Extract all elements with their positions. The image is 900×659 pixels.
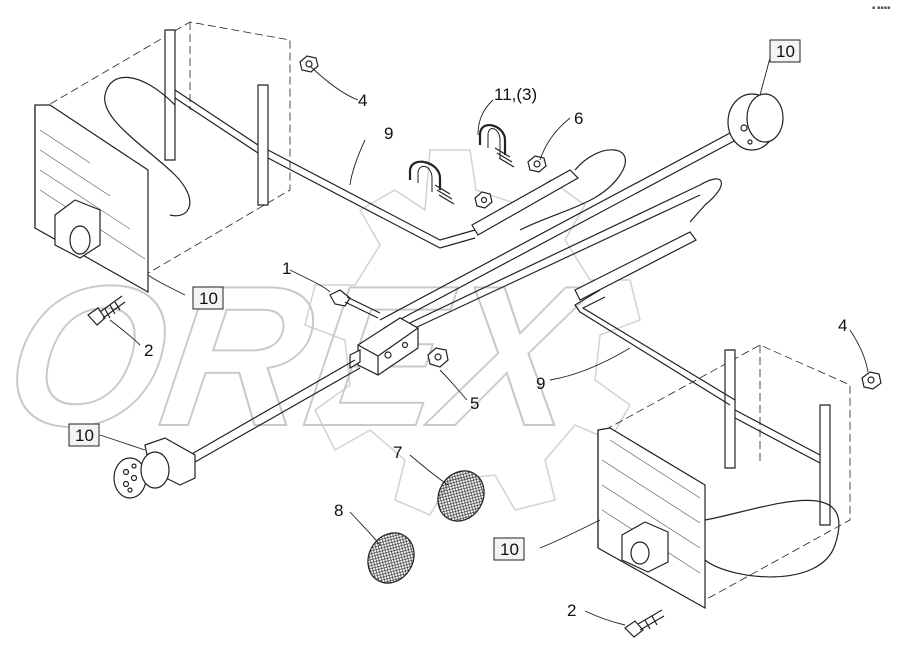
line-art bbox=[34, 21, 882, 638]
label-10-bottom-right: 10 bbox=[500, 540, 519, 559]
reflector-7 bbox=[437, 470, 485, 522]
harness-main bbox=[379, 124, 750, 336]
corner-mark: ▪ ▪▪▪▪ bbox=[872, 5, 891, 11]
clamp-strip-top bbox=[471, 169, 579, 236]
bolt-2-left bbox=[87, 295, 126, 326]
callout-8: 8 bbox=[334, 501, 343, 520]
reflector-8 bbox=[367, 532, 415, 584]
plug-connector bbox=[113, 437, 196, 499]
label-10-left: 10 bbox=[199, 289, 218, 308]
left-bracket-a bbox=[164, 29, 176, 161]
callout-4-right: 4 bbox=[838, 316, 847, 335]
watermark-text: OREX bbox=[0, 244, 603, 468]
callout-9-top: 9 bbox=[384, 124, 393, 143]
callout-11: 11,(3) bbox=[494, 85, 537, 104]
callout-7: 7 bbox=[393, 443, 402, 462]
left-wire bbox=[104, 76, 191, 217]
u-bolt-top bbox=[478, 124, 515, 168]
bolt-2-right bbox=[624, 609, 665, 638]
callout-6: 6 bbox=[574, 109, 583, 128]
label-10-plug: 10 bbox=[75, 426, 94, 445]
nut-4-right bbox=[861, 371, 882, 390]
right-lamp-assembly bbox=[574, 231, 851, 610]
callout-9-bottom: 9 bbox=[536, 374, 545, 393]
nut-6 bbox=[527, 155, 547, 173]
callout-2-left: 2 bbox=[144, 341, 153, 360]
leader-lines bbox=[99, 57, 869, 626]
left-bracket-b bbox=[257, 84, 269, 206]
left-lamp-assembly bbox=[34, 21, 476, 294]
wire-upper bbox=[519, 149, 626, 231]
bolt-1 bbox=[329, 289, 381, 319]
nut-near-ubolt bbox=[474, 191, 493, 209]
u-bolt-bottom bbox=[408, 160, 455, 205]
round-lamp-top-right bbox=[727, 93, 784, 151]
nut-4-top bbox=[299, 55, 319, 73]
nut-5 bbox=[427, 347, 449, 368]
label-boxes bbox=[68, 39, 801, 561]
cable-to-plug bbox=[189, 359, 356, 456]
callout-4-top: 4 bbox=[358, 91, 367, 110]
callout-5: 5 bbox=[470, 394, 479, 413]
callout-2-right: 2 bbox=[567, 601, 576, 620]
junction-box bbox=[349, 317, 419, 376]
label-10-top-right: 10 bbox=[776, 42, 795, 61]
callout-1: 1 bbox=[282, 259, 291, 278]
watermark-gear bbox=[304, 149, 641, 516]
